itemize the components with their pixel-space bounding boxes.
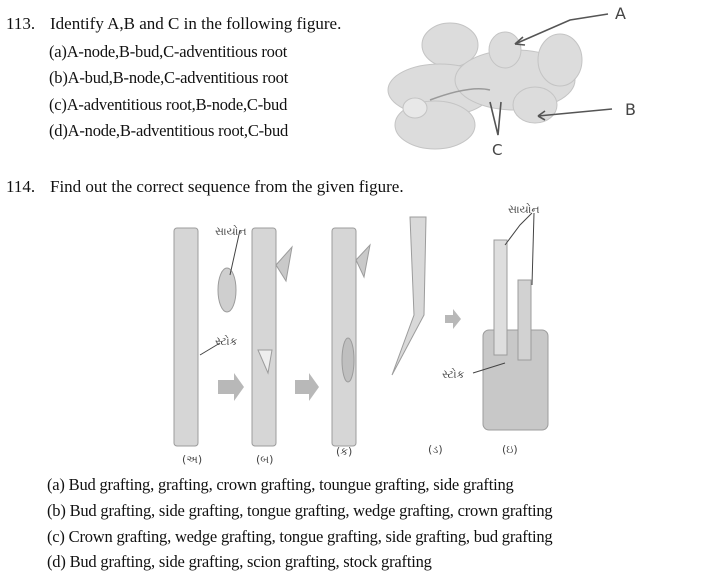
question-number: 113. xyxy=(6,14,36,33)
arrow-b-icon xyxy=(537,108,613,121)
option-d[interactable]: (d) Bud grafting, side grafting, scion g… xyxy=(47,552,432,571)
scion-label: સાયોન xyxy=(215,225,247,238)
sequence-arrows-icon xyxy=(218,309,461,401)
option-b[interactable]: (b) Bud grafting, side grafting, tongue … xyxy=(47,501,553,520)
label-c: C xyxy=(492,141,502,159)
question-text: Identify A,B and C in the following figu… xyxy=(50,14,342,33)
option-d[interactable]: (d)A-node,B-adventitious root,C-bud xyxy=(49,121,289,140)
option-c[interactable]: (c)A-adventitious root,B-node,C-bud xyxy=(49,95,288,114)
stock-label: સ્ટોક xyxy=(215,335,238,348)
question-113: 113. Identify A,B and C in the following … xyxy=(6,11,341,37)
scion-label-2: સાયોન xyxy=(508,203,540,216)
arrow-a-icon xyxy=(514,13,609,46)
panel-label-5: (ઇ) xyxy=(502,443,518,456)
option-c[interactable]: (c) Crown grafting, wedge grafting, tong… xyxy=(47,527,553,546)
stem-panel-1 xyxy=(173,227,199,447)
option-a[interactable]: (a)A-node,B-bud,C-adventitious root xyxy=(49,42,288,61)
label-a: A xyxy=(615,4,626,23)
question-number: 114. xyxy=(6,177,36,196)
grafting-figure: સાયોન સ્ટોક સાયોન સ્ટોક (અ) (બ) (ક) (ડ) … xyxy=(173,203,549,466)
label-b: B xyxy=(625,100,636,119)
option-a[interactable]: (a) Bud grafting, grafting, crown grafti… xyxy=(47,475,514,494)
stock-label-2: સ્ટોક xyxy=(442,368,465,381)
marker-c-icon xyxy=(489,101,502,136)
option-b[interactable]: (b)A-bud,B-node,C-adventitious root xyxy=(49,68,289,87)
panel-label-1: (અ) xyxy=(182,453,202,466)
rhizome-figure: A B C xyxy=(387,4,636,159)
panel-label-4: (ડ) xyxy=(428,443,443,456)
panel-label-3: (ક) xyxy=(336,445,352,458)
panel-label-2: (બ) xyxy=(256,453,273,466)
question-text: Find out the correct sequence from the g… xyxy=(50,177,404,196)
question-114: 114. Find out the correct sequence from t… xyxy=(6,174,404,200)
